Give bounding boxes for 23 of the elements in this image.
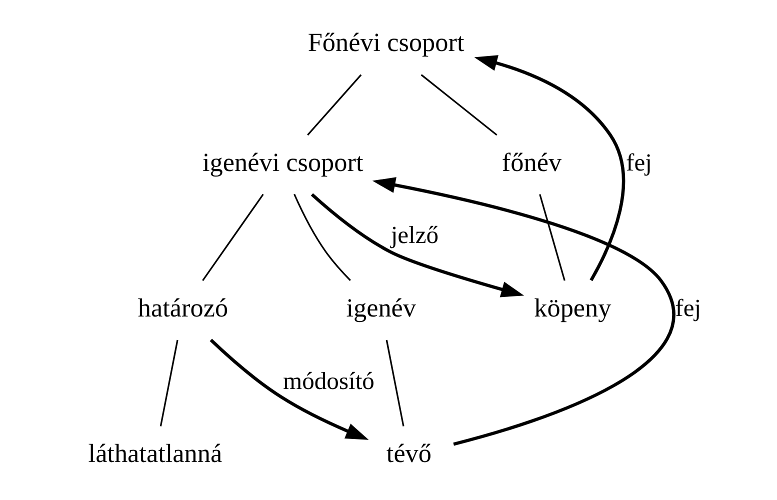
node-text: határozó <box>138 292 228 322</box>
connector <box>202 193 264 281</box>
arrow <box>210 338 369 440</box>
node-text: Főnévi csoport <box>308 28 464 57</box>
arrow <box>310 192 524 297</box>
arrow <box>372 176 676 446</box>
connector <box>420 74 498 136</box>
node-text: láthatatlanná <box>88 438 222 468</box>
node-text: tévő <box>386 438 432 468</box>
arrow <box>474 54 626 281</box>
connector <box>307 74 362 136</box>
node-text: igenévi csoport <box>202 147 364 176</box>
node-text: főnév <box>502 147 562 176</box>
edge-label: jelző <box>390 222 439 249</box>
node-text: köpeny <box>534 292 612 322</box>
edge-label: fej <box>626 148 652 176</box>
connector <box>160 339 178 426</box>
edge-label: fej <box>675 294 702 322</box>
edge-label: módosító <box>283 367 374 394</box>
node-text: igenév <box>346 292 416 322</box>
connector <box>294 193 351 280</box>
connector <box>386 339 404 426</box>
connector <box>539 194 566 280</box>
